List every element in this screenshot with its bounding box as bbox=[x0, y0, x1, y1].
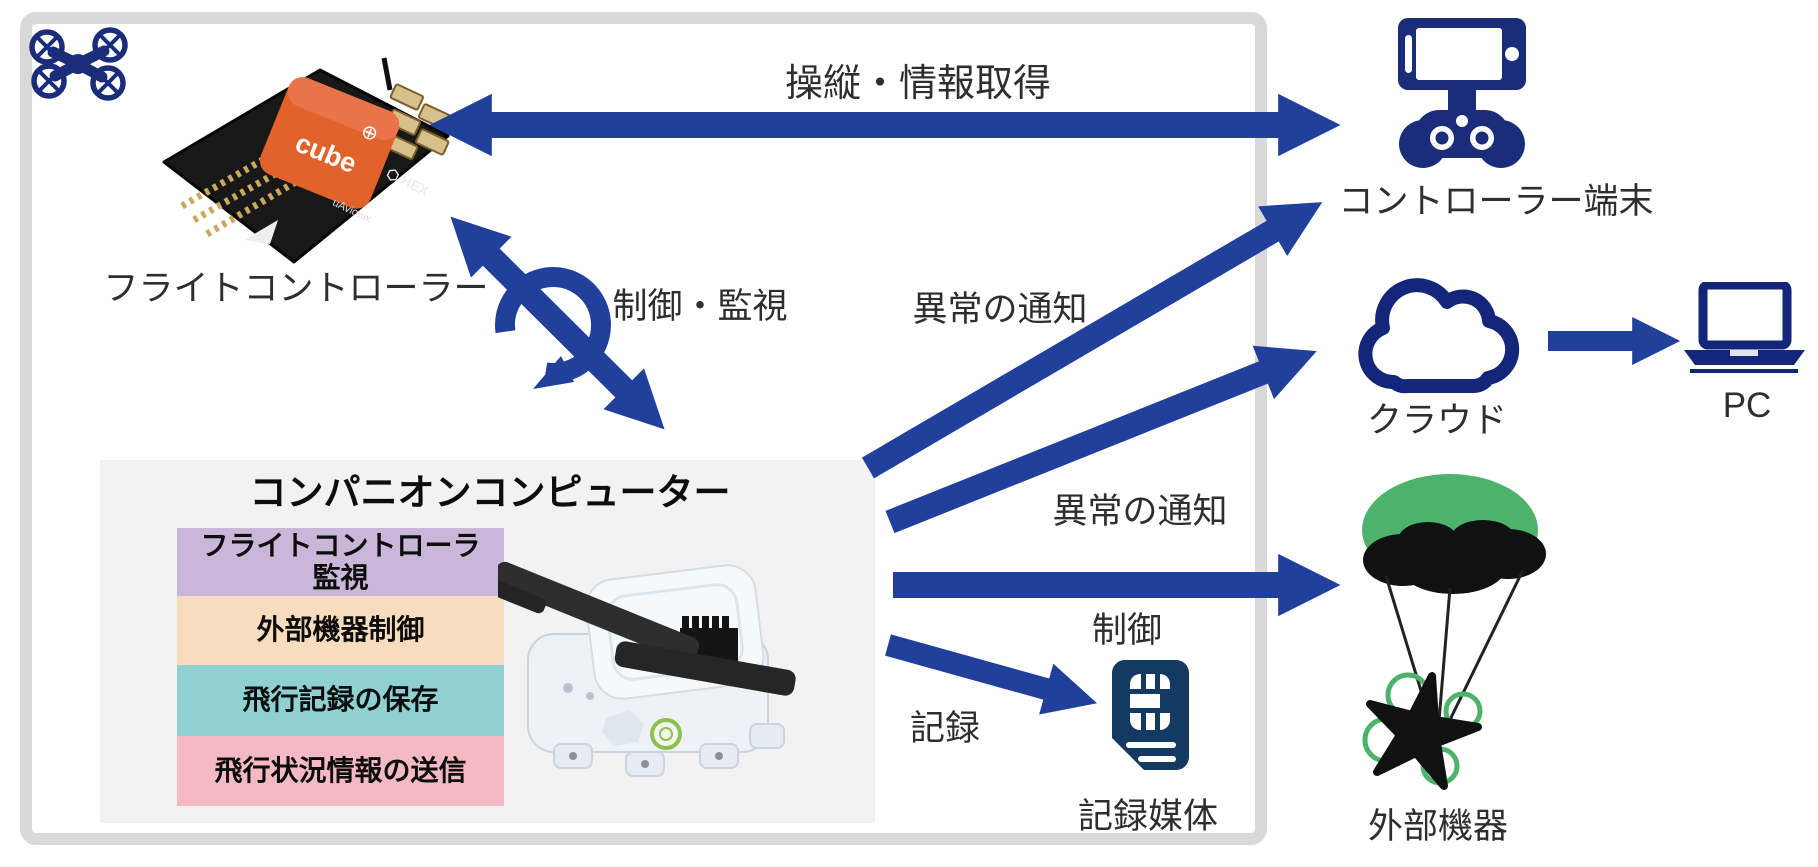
function-row-external-control: 外部機器制御 bbox=[177, 596, 504, 665]
label-control: 制御 bbox=[1091, 611, 1163, 650]
parachute-drone-icon bbox=[1362, 474, 1546, 790]
label-operate-info: 操縦・情報取得 bbox=[784, 63, 1052, 105]
function-row-monitor: フライトコントローラ 監視 bbox=[177, 528, 504, 596]
label-flight-controller: フライトコントローラー bbox=[103, 269, 489, 308]
function-row-label: 外部機器制御 bbox=[256, 614, 425, 646]
function-row-label: フライトコントローラ 監視 bbox=[200, 529, 481, 593]
controller-terminal-icon bbox=[1398, 18, 1526, 168]
drone-icon bbox=[29, 27, 128, 101]
flight-controller-photo: cube ⊕ ⬡ HEX uAvionix bbox=[162, 57, 453, 264]
function-row-label: 飛行状況情報の送信 bbox=[214, 754, 467, 786]
companion-computer-photo bbox=[498, 561, 796, 777]
pc-icon bbox=[1684, 282, 1805, 373]
label-record: 記録 bbox=[909, 709, 981, 748]
label-pc: PC bbox=[1722, 386, 1772, 425]
label-cloud: クラウド bbox=[1366, 401, 1508, 440]
label-external-device: 外部機器 bbox=[1367, 807, 1509, 846]
function-row-save-log: 飛行記録の保存 bbox=[177, 665, 504, 736]
label-anomaly-to-cloud: 異常の通知 bbox=[1052, 492, 1228, 531]
companion-computer-title: コンパニオンコンピューター bbox=[249, 472, 731, 513]
label-control-monitor: 制御・監視 bbox=[612, 287, 788, 326]
label-record-media: 記録媒体 bbox=[1077, 797, 1219, 836]
companion-function-list: フライトコントローラ 監視 外部機器制御 飛行記録の保存 飛行状況情報の送信 bbox=[177, 528, 504, 806]
label-controller-terminal: コントローラー端末 bbox=[1338, 182, 1654, 221]
cloud-icon bbox=[1358, 278, 1520, 394]
function-row-send-status: 飛行状況情報の送信 bbox=[177, 736, 504, 806]
label-anomaly-to-terminal: 異常の通知 bbox=[912, 290, 1088, 329]
function-row-label: 飛行記録の保存 bbox=[242, 684, 439, 716]
sim-card-icon bbox=[1112, 660, 1189, 770]
